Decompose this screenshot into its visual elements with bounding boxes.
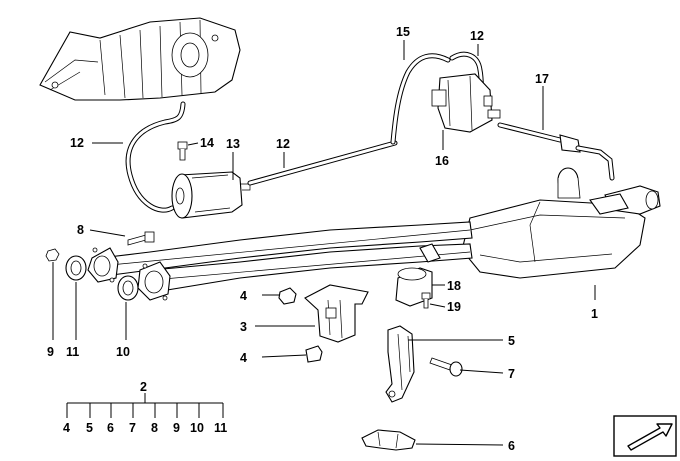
- solenoid-valve: [431, 73, 501, 133]
- vacuum-hose-middle: [247, 140, 398, 186]
- kit-item: 11: [214, 421, 227, 435]
- vacuum-reservoir: [171, 171, 251, 219]
- callout-3: 3: [240, 320, 247, 334]
- nut-9: [45, 248, 60, 262]
- bolt-8: [127, 231, 155, 246]
- bolt-7: [429, 357, 463, 377]
- rubber-mount-upper: [278, 287, 297, 305]
- callout-19: 19: [447, 300, 461, 314]
- kit-item: 4: [63, 421, 70, 435]
- kit-contents-list: 4 5 6 7 8 9 10 11: [63, 421, 227, 435]
- callout-18: 18: [447, 279, 461, 293]
- kit-item: 6: [107, 421, 114, 435]
- direction-arrow-icon: [613, 415, 677, 457]
- screw-14: [177, 141, 188, 161]
- callout-9: 9: [47, 345, 54, 359]
- bracket-5: [385, 325, 415, 403]
- intake-manifold: [39, 17, 241, 101]
- leader-lines: [52, 40, 596, 446]
- screw-19: [421, 292, 431, 309]
- vacuum-hose-15: [390, 53, 451, 145]
- kit-item: 8: [151, 421, 158, 435]
- callout-12-middle: 12: [276, 137, 290, 151]
- gasket-11: [65, 255, 87, 281]
- exhaust-pipes: [99, 221, 473, 293]
- hanger-bracket: [304, 284, 369, 343]
- callout-12-top: 12: [470, 29, 484, 43]
- kit-item: 5: [86, 421, 93, 435]
- callout-15: 15: [396, 25, 410, 39]
- callout-7: 7: [508, 367, 515, 381]
- callout-8: 8: [77, 223, 84, 237]
- vacuum-hose-17: [497, 122, 615, 181]
- kit-item: 10: [190, 421, 204, 435]
- callout-labels: 15 12 17 12 14 13 12 16 8 18 19 4 3 4 1 …: [47, 25, 598, 453]
- rubber-mount-lower: [305, 345, 323, 363]
- callout-4-upper: 4: [240, 289, 247, 303]
- kit-item: 7: [129, 421, 136, 435]
- callout-16: 16: [435, 154, 449, 168]
- gasket-10: [117, 275, 139, 301]
- callout-10: 10: [116, 345, 130, 359]
- callout-11: 11: [66, 345, 79, 359]
- callout-4-lower: 4: [240, 351, 247, 365]
- clamp-6: [361, 429, 416, 451]
- callout-5: 5: [508, 334, 515, 348]
- vacuum-hose-left: [125, 101, 186, 213]
- callout-13: 13: [226, 137, 240, 151]
- rear-muffler: [461, 167, 661, 279]
- callout-14: 14: [200, 136, 214, 150]
- callout-12-left: 12: [70, 136, 84, 150]
- callout-17: 17: [535, 72, 549, 86]
- kit-item: 9: [173, 421, 180, 435]
- callout-6: 6: [508, 439, 515, 453]
- callout-1: 1: [591, 307, 598, 321]
- callout-2: 2: [140, 380, 147, 394]
- flange-left: [87, 247, 119, 283]
